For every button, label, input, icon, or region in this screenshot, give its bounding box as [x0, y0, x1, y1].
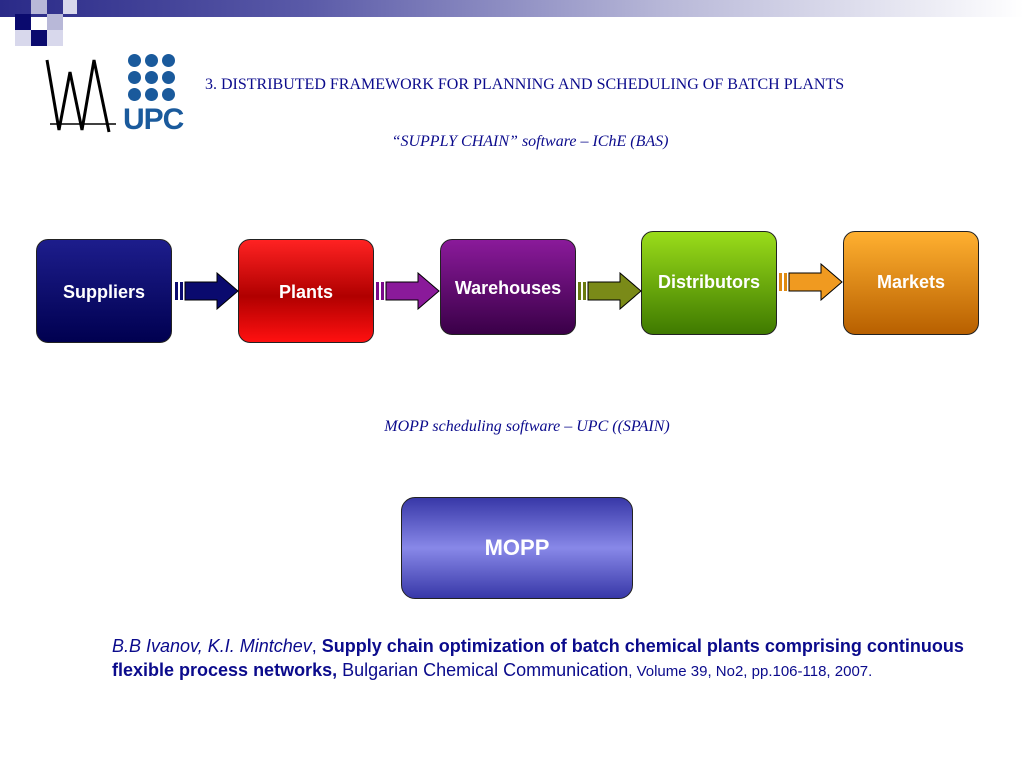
header-band: [0, 0, 1024, 17]
institution-logo-icon: [45, 59, 116, 133]
citation-separator: ,: [311, 636, 322, 656]
citation: B.B Ivanov, K.I. Mintchev, Supply chain …: [112, 634, 972, 684]
node-label: Distributors: [657, 272, 760, 292]
decor-square: [31, 30, 47, 46]
upc-logo: UPC: [45, 50, 195, 140]
decor-square: [15, 30, 31, 46]
citation-title: Supply chain optimization of batch chemi…: [112, 636, 964, 680]
supply-chain-subtitle: “SUPPLY CHAIN” software – IChE (BAS): [391, 133, 669, 150]
decor-square: [47, 14, 63, 30]
slide-title: 3. DISTRIBUTED FRAMEWORK FOR PLANNING AN…: [205, 76, 845, 93]
node-label: MOPP: [484, 535, 550, 560]
citation-journal: Bulgarian Chemical Communication: [337, 660, 629, 680]
node-suppliers: Suppliers: [36, 239, 172, 343]
node-distributors: Distributors: [641, 231, 777, 335]
arrow-plants-to-warehouses: [376, 272, 440, 310]
upc-logo-text: UPC: [123, 103, 184, 136]
arrow-suppliers-to-plants: [175, 272, 239, 310]
node-warehouses: Warehouses: [440, 239, 576, 335]
node-label: Warehouses: [454, 277, 562, 298]
scheduling-subtitle: MOPP scheduling software – UPC ((SPAIN): [384, 418, 670, 435]
decor-square: [15, 14, 31, 30]
node-label: Plants: [278, 281, 334, 302]
decor-square: [47, 30, 63, 46]
citation-details: , Volume 39, No2, pp.106-118, 2007.: [628, 663, 873, 680]
arrow-distributors-to-markets: [779, 263, 843, 301]
node-label: Suppliers: [62, 281, 146, 302]
node-label: Markets: [876, 272, 946, 292]
node-mopp: MOPP: [401, 497, 633, 599]
node-markets: Markets: [843, 231, 979, 335]
decor-square: [31, 0, 47, 14]
arrow-warehouses-to-distributors: [578, 272, 642, 310]
citation-authors: B.B Ivanov, K.I. Mintchev: [112, 636, 312, 656]
node-plants: Plants: [238, 239, 374, 343]
decor-square: [63, 0, 77, 14]
